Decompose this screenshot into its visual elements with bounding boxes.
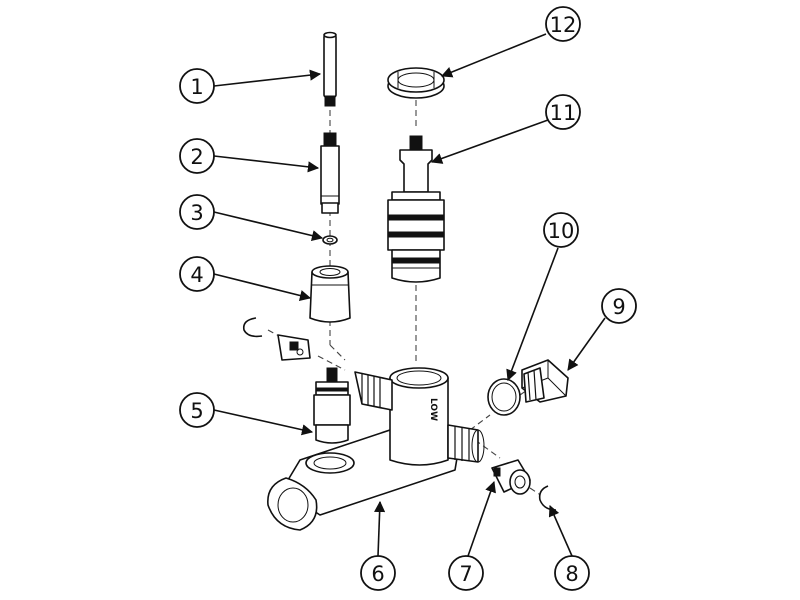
callout-5: 5 [179,392,215,428]
callout-3: 3 [179,194,215,230]
callout-12-number: 12 [550,13,577,37]
callout-3-number: 3 [190,201,203,225]
part-12-lock-nut [387,67,445,99]
part-7-check-valve [491,459,531,495]
part-retaining-clip-upper [242,317,263,338]
part-10-sealing-washer [487,378,521,416]
part-small-stop-valve [277,334,311,361]
callout-7-number: 7 [459,562,472,586]
callout-2-number: 2 [190,145,203,169]
callout-8-number: 8 [565,562,578,586]
callout-6: 6 [360,555,396,591]
callout-8: 8 [554,555,590,591]
callout-1-number: 1 [190,75,203,99]
part-4-bonnet-nut [309,265,351,323]
callout-12: 12 [545,6,581,42]
part-3-o-ring [322,235,338,245]
callout-9: 9 [601,288,637,324]
leader-lines [213,33,606,557]
callout-10-number: 10 [548,219,575,243]
part-2-extension-stem [320,132,340,214]
body-marking-label: LOW [428,398,438,421]
callout-9-number: 9 [612,295,625,319]
part-9-hex-plug [521,359,569,403]
callout-6-number: 6 [371,562,384,586]
callout-7: 7 [448,555,484,591]
part-1-stem [323,31,337,107]
callout-11-number: 11 [550,101,577,125]
callout-2: 2 [179,138,215,174]
callout-4-number: 4 [190,263,203,287]
callout-10: 10 [543,212,579,248]
callout-5-number: 5 [190,399,203,423]
callout-4: 4 [179,256,215,292]
part-6-valve-body: LOW [267,367,485,531]
part-5-volume-cartridge [313,367,351,444]
part-8-retaining-clip [538,485,557,511]
callout-1: 1 [179,68,215,104]
callout-11: 11 [545,94,581,130]
part-11-thermostatic-cartridge [387,135,445,283]
